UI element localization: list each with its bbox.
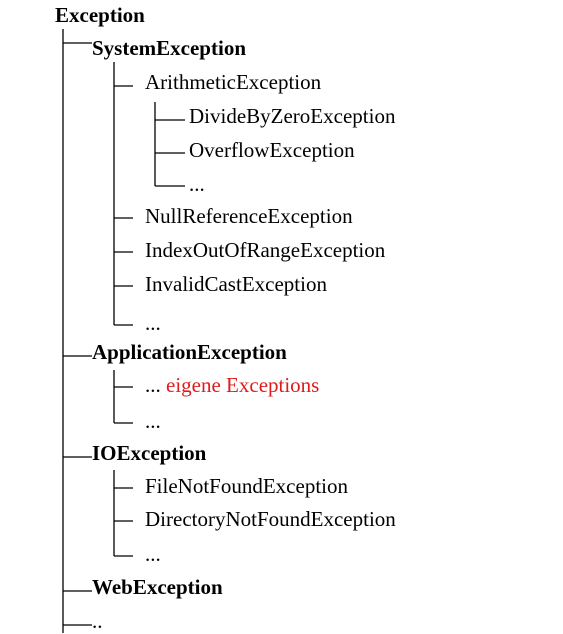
index-out-of-range-exception-label: IndexOutOfRangeException bbox=[145, 238, 386, 262]
invalid-cast-exception-label: InvalidCastException bbox=[145, 272, 327, 296]
arithmetic-exception-label: ArithmeticException bbox=[145, 70, 322, 94]
file-not-found-exception-label: FileNotFoundException bbox=[145, 474, 348, 498]
divide-by-zero-exception-label: DivideByZeroException bbox=[189, 104, 396, 128]
custom-exceptions-prefix: ... bbox=[145, 373, 161, 397]
root-exception-label: Exception bbox=[55, 3, 145, 27]
directory-not-found-exception-label: DirectoryNotFoundException bbox=[145, 507, 396, 531]
custom-exceptions-row: ... eigene Exceptions bbox=[145, 372, 319, 398]
io-exception-label: IOException bbox=[92, 441, 207, 465]
overflow-exception-label: OverflowException bbox=[189, 138, 355, 162]
io-more-ellipsis: ... bbox=[145, 542, 161, 566]
root-more-ellipsis: .. bbox=[92, 609, 103, 633]
arithmetic-more-ellipsis: ... bbox=[189, 172, 205, 196]
application-more-ellipsis: ... bbox=[145, 409, 161, 433]
web-exception-label: WebException bbox=[92, 575, 223, 599]
application-exception-label: ApplicationException bbox=[92, 340, 287, 364]
system-exception-label: SystemException bbox=[92, 36, 246, 60]
custom-exceptions-label: eigene Exceptions bbox=[166, 373, 320, 397]
system-more-ellipsis: ... bbox=[145, 311, 161, 335]
null-reference-exception-label: NullReferenceException bbox=[145, 204, 353, 228]
